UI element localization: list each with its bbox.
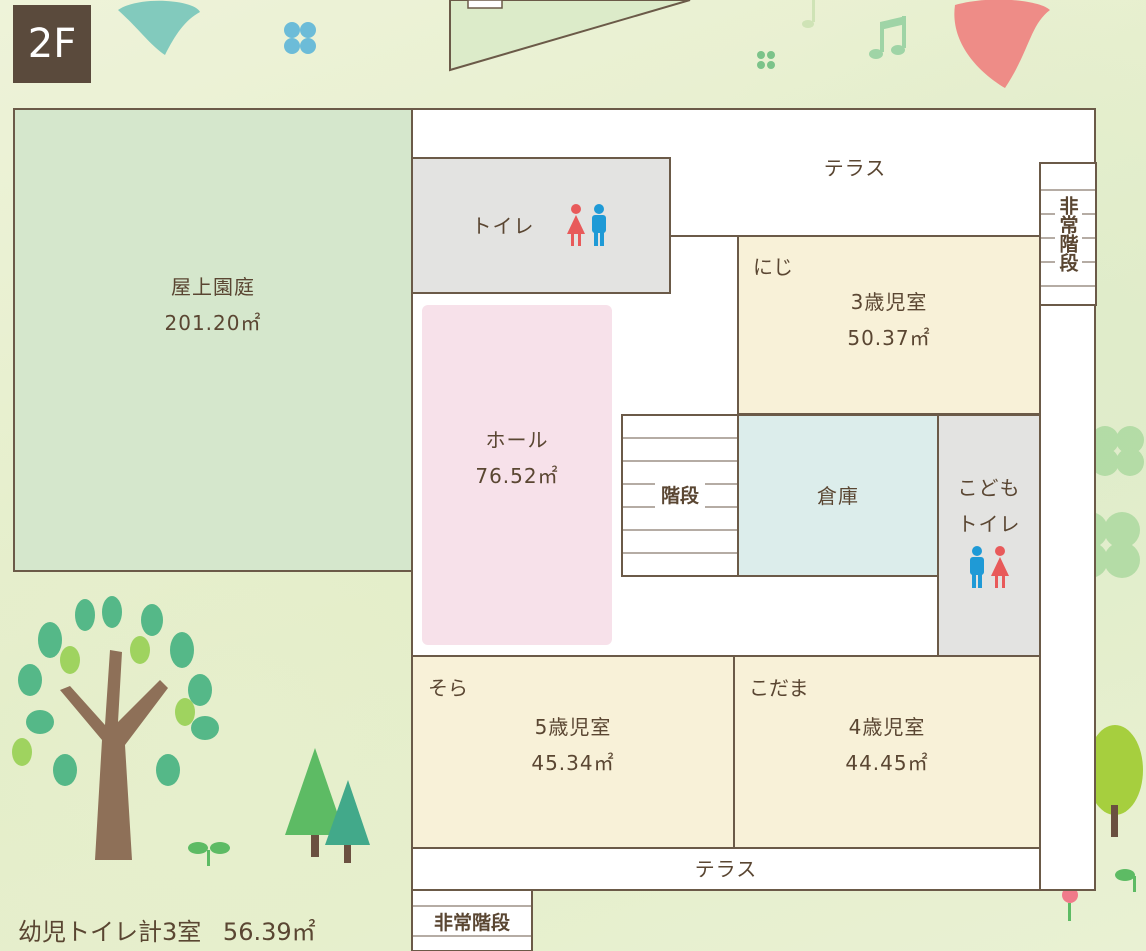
age5-room-area-label: 45.34㎡: [531, 750, 615, 775]
outdoor-area-shape: [449, 0, 691, 72]
bird-icon: [954, 0, 1050, 88]
kids-toilet: こども トイレ: [938, 470, 1040, 600]
floor-badge: 2F: [13, 5, 91, 83]
rooftop-garden-name: 屋上園庭: [171, 275, 255, 299]
hall: ホール 76.52㎡: [422, 305, 612, 645]
age5-room-area: [411, 655, 735, 849]
emergency-stairs-bottom: 非常階段: [412, 906, 532, 936]
kids-toilet-area: [937, 414, 1041, 657]
age4-room-area-label: 44.45㎡: [845, 750, 929, 775]
kids-toilet-name-line2: トイレ: [957, 512, 1021, 536]
music-note-icon: [802, 0, 815, 28]
age3-nickname: にじ: [753, 255, 793, 279]
clover-icon: [1091, 426, 1144, 476]
toilet-icon: [566, 203, 606, 246]
toilet-icon: [970, 546, 1009, 588]
storage-name: 倉庫: [817, 483, 859, 508]
hall-name: ホール: [485, 427, 549, 452]
toilet-summary: 幼児トイレ計3室 56.39㎡: [18, 912, 316, 947]
hall-area-label: 76.52㎡: [475, 463, 559, 488]
toilet-summary-area: 56.39㎡: [222, 918, 316, 946]
age5-nickname: そら: [428, 676, 468, 700]
bird-icon: [118, 0, 200, 55]
hall-area: [422, 305, 612, 645]
kids-toilet-name-line1: こども: [957, 476, 1021, 500]
rooftop-garden-area: [13, 108, 413, 572]
terrace-bottom: テラス: [412, 848, 1040, 890]
tree-icon: [1087, 725, 1143, 837]
rooftop-garden-area-label: 201.20㎡: [164, 311, 262, 335]
age3-room-area: [737, 235, 1041, 415]
sprout-icon: [1115, 869, 1136, 892]
age4-nickname: こだま: [749, 676, 809, 700]
terrace-top-name: テラス: [823, 156, 887, 180]
tree-icon: [325, 780, 370, 863]
stairs-name: 階段: [654, 480, 705, 508]
storage: 倉庫: [738, 415, 938, 576]
outdoor-box: [467, 0, 503, 9]
age4-room: 4歳児室 44.45㎡: [734, 656, 1040, 848]
age3-room: 3歳児室 50.37㎡: [738, 236, 1040, 414]
emergency-stairs-right-name: 非常階段: [1054, 196, 1082, 272]
rooftop-garden: 屋上園庭 201.20㎡: [14, 109, 412, 571]
toilet-name: トイレ: [471, 213, 535, 238]
sprout-icon: [188, 842, 230, 866]
tree-icon: [12, 596, 219, 860]
storage-area: [737, 414, 939, 577]
stairs: 階段: [622, 480, 738, 508]
music-note-icon: [869, 16, 906, 59]
terrace-bottom-area: [411, 847, 1041, 891]
emergency-stairs-bottom-name: 非常階段: [429, 907, 514, 935]
terrace-top: テラス: [670, 150, 1040, 186]
emergency-stairs-right: 非常階段: [1041, 186, 1095, 282]
age3-room-name: 3歳児室: [850, 290, 928, 314]
toilet-room: トイレ: [412, 158, 670, 293]
age4-room-name: 4歳児室: [848, 714, 926, 739]
clover-icon: [757, 51, 775, 69]
age5-room-name: 5歳児室: [534, 714, 612, 739]
age3-room-area-label: 50.37㎡: [847, 326, 931, 350]
age5-room: 5歳児室 45.34㎡: [412, 656, 734, 848]
terrace-bottom-name: テラス: [694, 857, 758, 881]
toilet-area: [411, 157, 671, 294]
toilet-summary-label: 幼児トイレ計3室: [18, 918, 202, 946]
tree-icon: [285, 748, 345, 857]
clover-icon: [284, 22, 316, 54]
